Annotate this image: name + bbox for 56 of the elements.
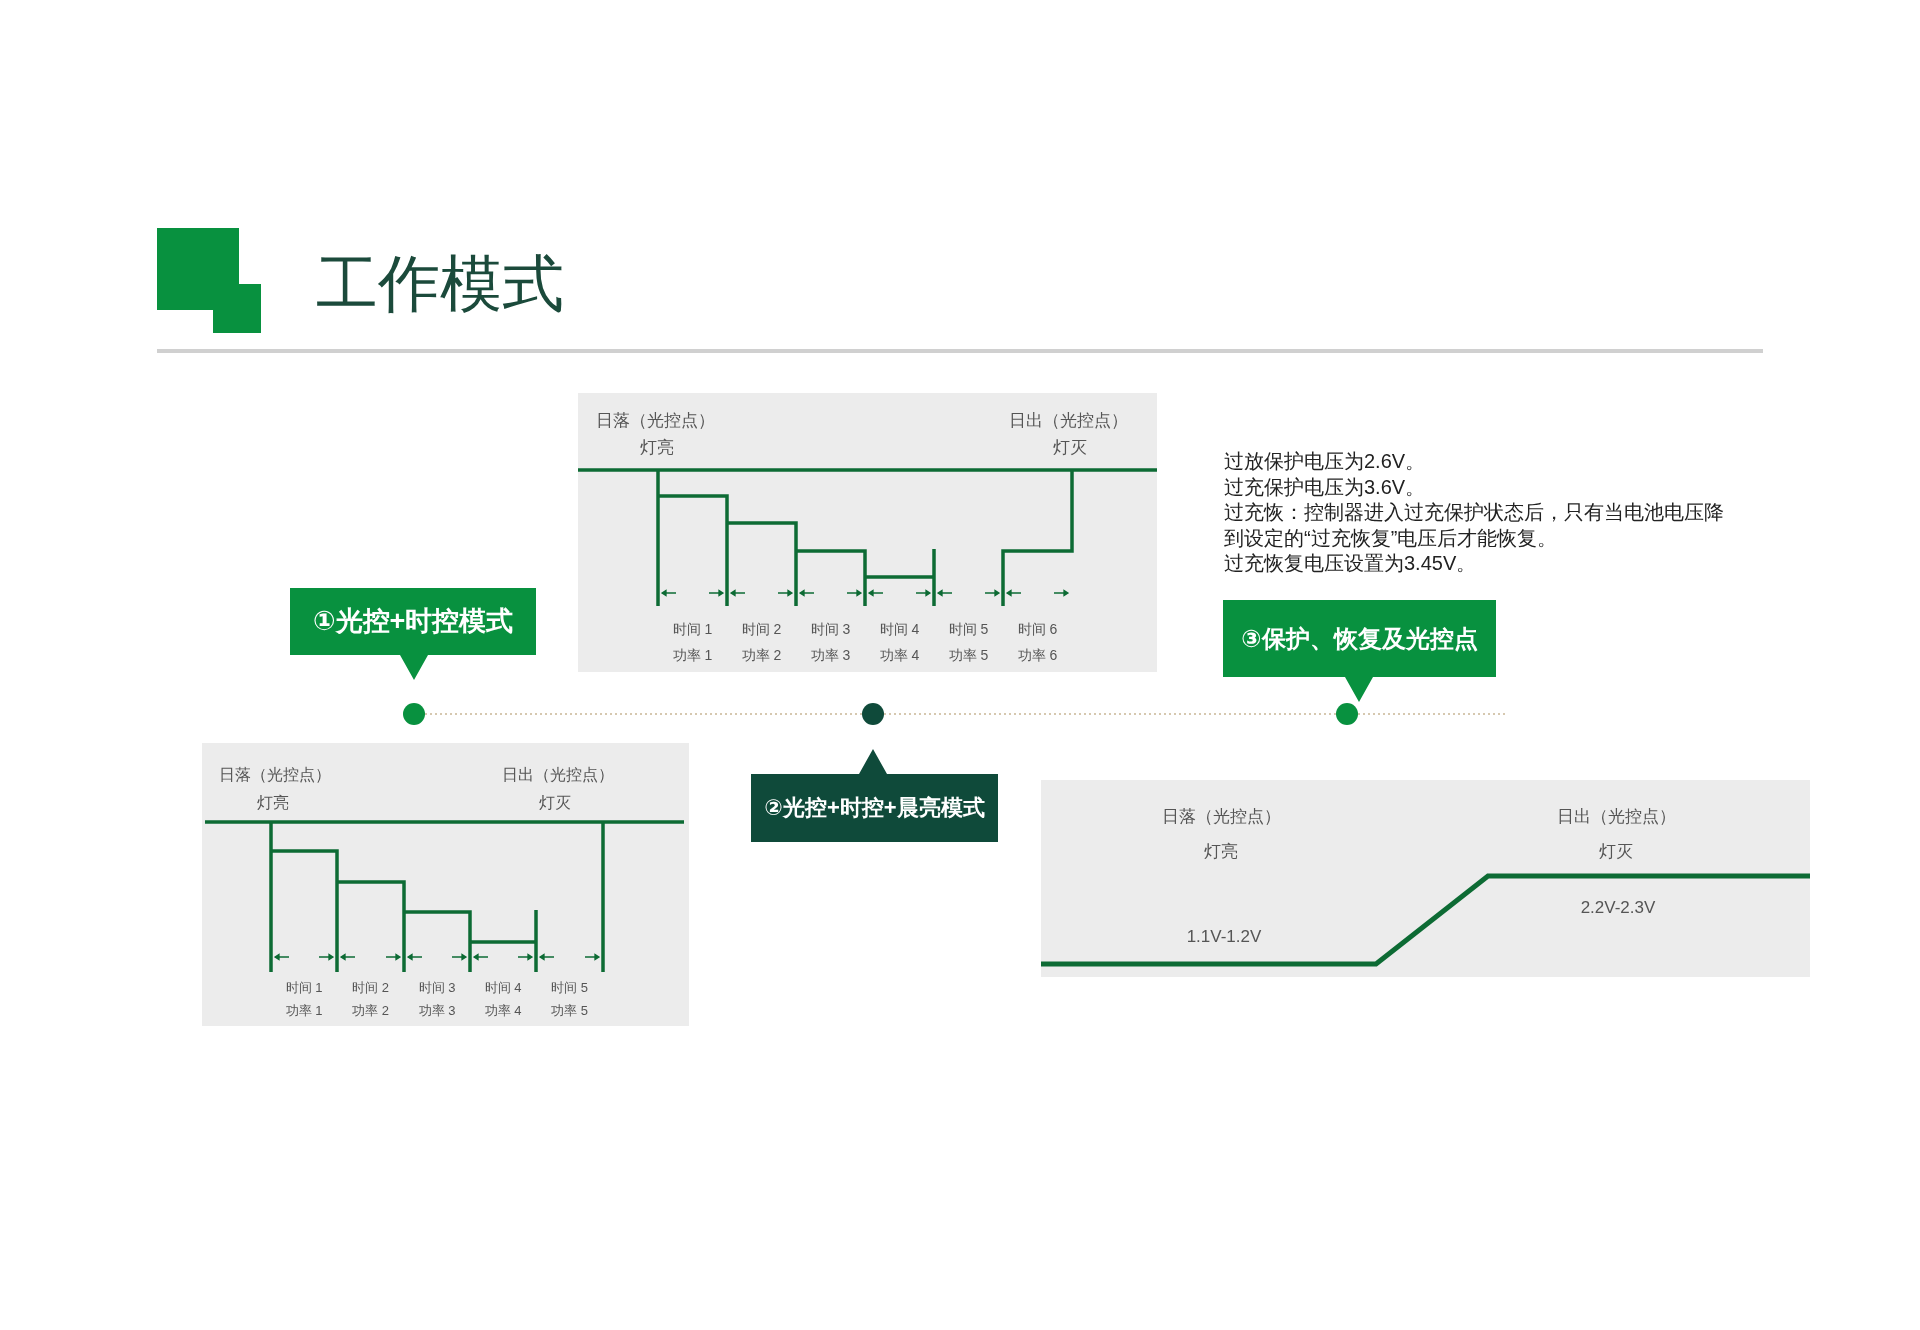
callout-title: ①光控+时控模式 <box>312 604 514 638</box>
time-label: 时间 2 <box>352 980 389 996</box>
time-label: 时间 4 <box>879 620 920 638</box>
power-label: 功率 1 <box>285 1003 323 1019</box>
timeline-dot <box>1336 703 1358 725</box>
power-label: 功率 1 <box>672 646 713 664</box>
power-label: 功率 2 <box>741 646 782 664</box>
note-text: 过放保护电压为2.6V。 <box>1224 449 1427 474</box>
event-label: 日出（光控点） <box>1556 806 1676 828</box>
voltage-label: 1.1V-1.2V <box>1186 926 1262 948</box>
event-label: 灯亮 <box>1204 841 1238 863</box>
event-label: 日出（光控点） <box>502 765 614 785</box>
event-label: 日出（光控点） <box>1009 411 1128 432</box>
chart-panel <box>1041 780 1810 977</box>
power-label: 功率 4 <box>879 646 920 664</box>
timeline-dot <box>862 703 884 725</box>
callout-box <box>751 749 998 842</box>
page-title: 工作模式 <box>316 248 564 320</box>
event-label: 灯亮 <box>257 793 289 813</box>
time-label: 时间 2 <box>741 620 782 638</box>
timeline-line <box>883 713 1337 715</box>
timeline-line <box>424 713 863 715</box>
time-label: 时间 6 <box>1017 620 1058 638</box>
time-label: 时间 5 <box>551 980 588 996</box>
voltage-label: 2.2V-2.3V <box>1580 897 1656 919</box>
note-text: 过充恢复电压设置为3.45V。 <box>1224 551 1478 576</box>
power-label: 功率 5 <box>948 646 989 664</box>
chart-panel <box>202 743 689 1026</box>
time-label: 时间 5 <box>948 620 989 638</box>
power-label: 功率 3 <box>418 1003 456 1019</box>
callout-box <box>1223 600 1496 702</box>
event-label: 日落（光控点） <box>596 411 715 432</box>
event-label: 灯灭 <box>539 793 571 813</box>
note-text: 过充保护电压为3.6V。 <box>1224 474 1427 500</box>
event-label: 日落（光控点） <box>219 765 331 785</box>
callout-title: ②光控+时控+晨亮模式 <box>764 794 985 822</box>
time-label: 时间 4 <box>484 980 522 996</box>
chart-panel <box>578 393 1157 672</box>
power-label: 功率 2 <box>352 1003 389 1019</box>
time-label: 时间 1 <box>285 980 323 996</box>
event-label: 灯灭 <box>1599 841 1633 863</box>
time-label: 时间 3 <box>418 980 456 996</box>
note-text: 过充恢：控制器进入过充保护状态后，只有当电池电压降到设定的“过充恢复”电压后才能恢复。 <box>1224 500 1725 551</box>
time-label: 时间 1 <box>672 620 713 638</box>
power-label: 功率 4 <box>484 1003 522 1019</box>
event-label: 灯灭 <box>1053 438 1087 459</box>
callout-box <box>290 588 536 680</box>
power-label: 功率 5 <box>551 1003 588 1019</box>
event-label: 灯亮 <box>640 438 674 459</box>
time-label: 时间 3 <box>810 620 851 638</box>
power-label: 功率 6 <box>1017 646 1058 664</box>
power-label: 功率 3 <box>810 646 851 664</box>
timeline-dot <box>403 703 425 725</box>
callout-title: ③保护、恢复及光控点 <box>1241 623 1478 654</box>
timeline-line <box>1357 713 1508 715</box>
event-label: 日落（光控点） <box>1161 806 1281 828</box>
